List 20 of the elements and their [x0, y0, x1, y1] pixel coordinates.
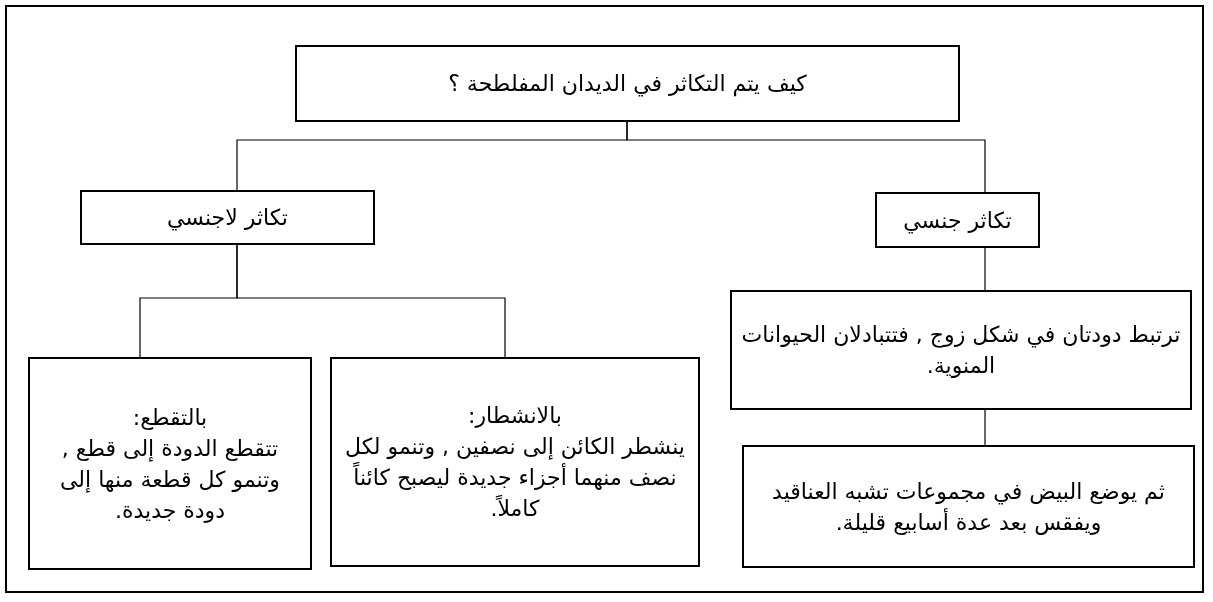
box-heading: بالتقطع:	[132, 403, 208, 432]
box-text: كيف يتم التكاثر في الديدان المفلطحة ؟	[448, 70, 807, 99]
text-box	[28, 357, 312, 570]
connector	[139, 244, 238, 358]
connector	[984, 247, 986, 291]
text-box	[875, 192, 1040, 248]
text-box	[730, 290, 1192, 410]
text-box	[295, 45, 960, 122]
box-text: تكاثر جنسي	[903, 206, 1012, 236]
text-box	[742, 445, 1195, 568]
text-box	[80, 190, 375, 245]
text-box	[330, 357, 700, 567]
box-text: ثم يوضع البيض في مجموعات تشبه العناقيد ويفقس بعد عدة أسابيع قليلة.	[771, 477, 1166, 537]
connector	[984, 409, 986, 446]
box-text: تتقطع الدودة إلى قطع , وتنمو كل قطعة منها إلى دودة جديدة.	[59, 434, 281, 525]
connector	[236, 121, 628, 191]
box-text: ينشطر الكائن إلى نصفين , وتنمو لكل نصف منهما أجزاء جديدة ليصبح كائناً كاملاً.	[344, 433, 686, 523]
box-heading: بالانشطار:	[468, 402, 562, 430]
box-text: تكاثر لاجنسي	[167, 204, 288, 233]
box-text: ترتبط دودتان في شكل زوج , فتتبادلان الحيوانات المنوية.	[740, 321, 1182, 380]
